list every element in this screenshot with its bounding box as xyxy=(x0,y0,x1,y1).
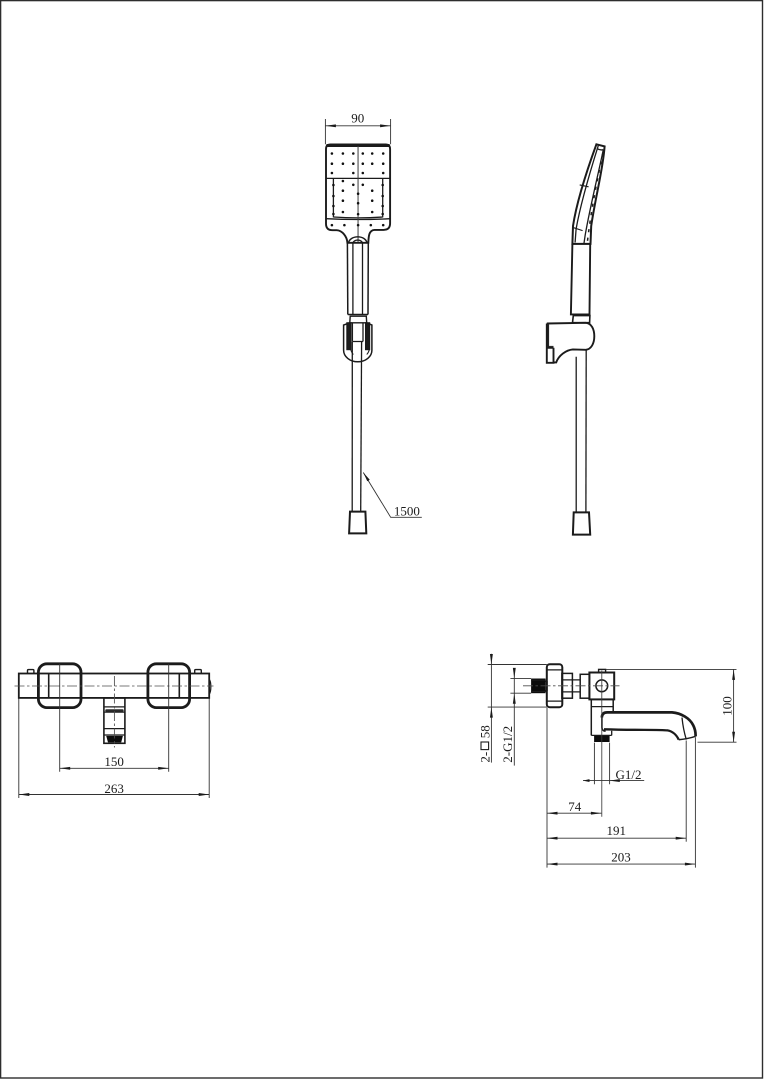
svg-text:2-G1/2: 2-G1/2 xyxy=(500,726,515,763)
svg-text:263: 263 xyxy=(104,781,124,796)
svg-text:90: 90 xyxy=(351,110,364,125)
svg-text:100: 100 xyxy=(720,696,735,716)
svg-text:1500: 1500 xyxy=(394,504,420,519)
svg-text:2-: 2- xyxy=(477,752,492,763)
svg-text:150: 150 xyxy=(104,754,124,769)
svg-text:191: 191 xyxy=(606,823,626,838)
svg-text:G1/2: G1/2 xyxy=(616,767,642,782)
svg-text:203: 203 xyxy=(611,849,631,864)
svg-text:74: 74 xyxy=(568,799,582,814)
svg-text:58: 58 xyxy=(477,725,492,738)
